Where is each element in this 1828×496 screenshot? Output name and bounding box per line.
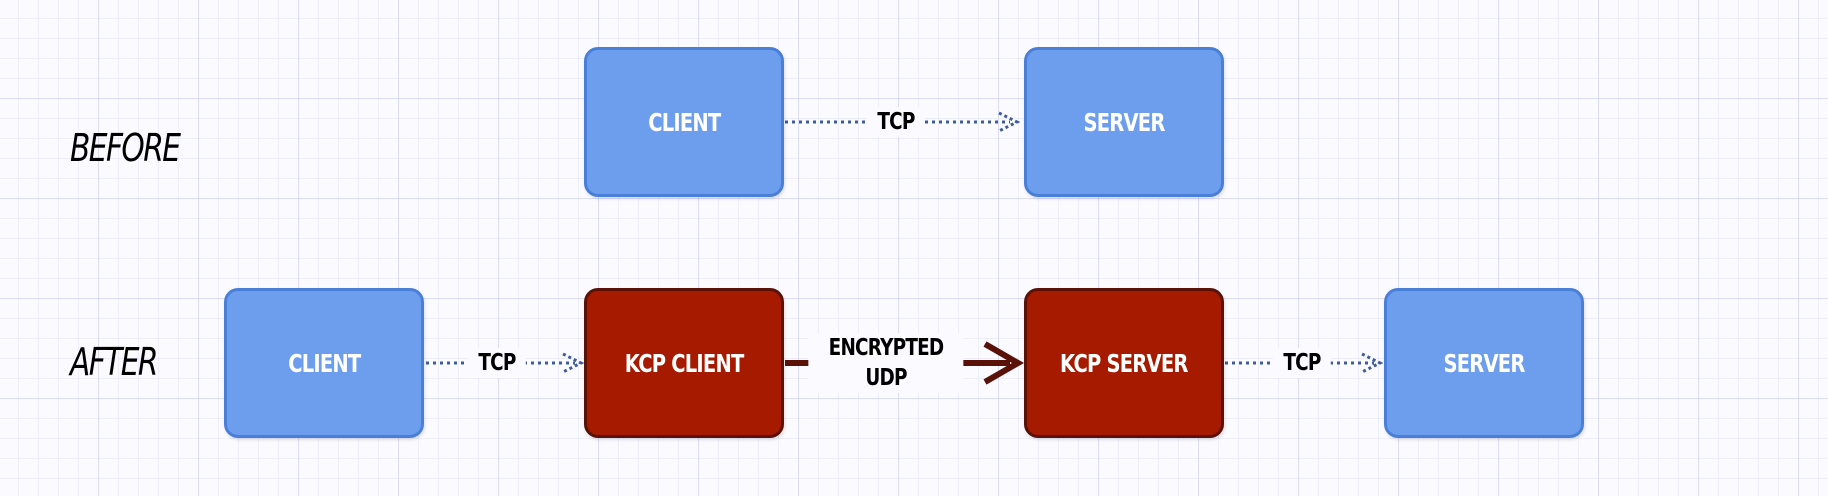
edge-label-before-tcp-text: TCP [877,109,915,135]
node-before-server: SERVER [1024,47,1224,197]
node-kcp-server: KCP SERVER [1024,288,1224,438]
edge-after-tcp-right [1225,352,1384,374]
node-after-server: SERVER [1384,288,1584,438]
node-kcp-client: KCP CLIENT [584,288,784,438]
edge-label-after-tcp-left-text: TCP [478,350,516,376]
node-kcp-server-label: KCP SERVER [1060,348,1188,378]
node-after-client-label: CLIENT [287,348,361,378]
edge-label-encrypted-udp: ENCRYPTED UDP [808,333,964,393]
node-after-client: CLIENT [224,288,424,438]
row-label-before: BEFORE [70,126,181,170]
edge-label-encrypted-udp-line1: ENCRYPTED [828,335,944,361]
node-after-server-label: SERVER [1443,348,1525,378]
edge-encrypted-udp-arrowhead [983,341,1025,385]
edge-after-tcp-left-arrowhead [562,352,585,374]
node-before-server-label: SERVER [1083,107,1165,137]
node-kcp-client-label: KCP CLIENT [624,348,745,378]
edge-label-after-tcp-right: TCP [1272,348,1332,378]
edge-label-before-tcp: TCP [866,107,926,137]
edge-label-after-tcp-right-text: TCP [1283,350,1321,376]
edge-after-tcp-left [426,352,585,374]
edge-label-encrypted-udp-line2: UDP [865,365,907,391]
node-before-client: CLIENT [584,47,784,197]
edge-after-tcp-right-arrowhead [1361,352,1384,374]
row-label-after: AFTER [70,340,159,384]
node-before-client-label: CLIENT [647,107,721,137]
edge-before-tcp-arrowhead [998,111,1021,133]
edge-label-after-tcp-left: TCP [467,348,527,378]
